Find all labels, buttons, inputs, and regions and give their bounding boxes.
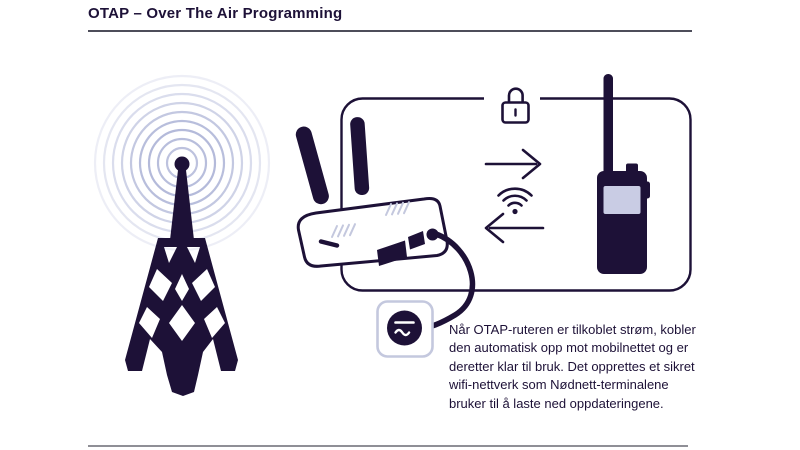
router-vents — [331, 201, 410, 238]
wifi-icon — [497, 187, 533, 215]
description-line: Når OTAP-ruteren er tilkoblet strøm, kob… — [449, 322, 696, 337]
title-divider — [88, 30, 692, 32]
description-text: Når OTAP-ruteren er tilkoblet strøm, kob… — [449, 321, 759, 413]
router-antennas — [295, 117, 370, 205]
description-line: bruker til å laste ned oppdateringene. — [449, 395, 664, 411]
arrow-right-icon — [484, 148, 542, 180]
description-line: den automatisk opp mot mobilnettet og er — [449, 340, 689, 356]
nodnett-terminal-icon — [597, 74, 650, 274]
radio-tower-icon — [125, 156, 238, 396]
lock-icon — [484, 87, 540, 124]
arrow-left-icon — [484, 212, 545, 244]
power-cable — [418, 231, 476, 331]
power-socket-icon — [376, 300, 434, 358]
router-foot — [318, 239, 340, 248]
otap-router-icon — [295, 117, 449, 268]
page-title: OTAP – Over The Air Programming — [88, 5, 343, 22]
footer-divider — [88, 445, 688, 447]
description-line: wifi-nettverk som Nødnett-terminalene — [449, 377, 669, 393]
description-line: deretter klar til bruk. Det opprettes et… — [449, 358, 695, 374]
router-body — [296, 197, 449, 268]
